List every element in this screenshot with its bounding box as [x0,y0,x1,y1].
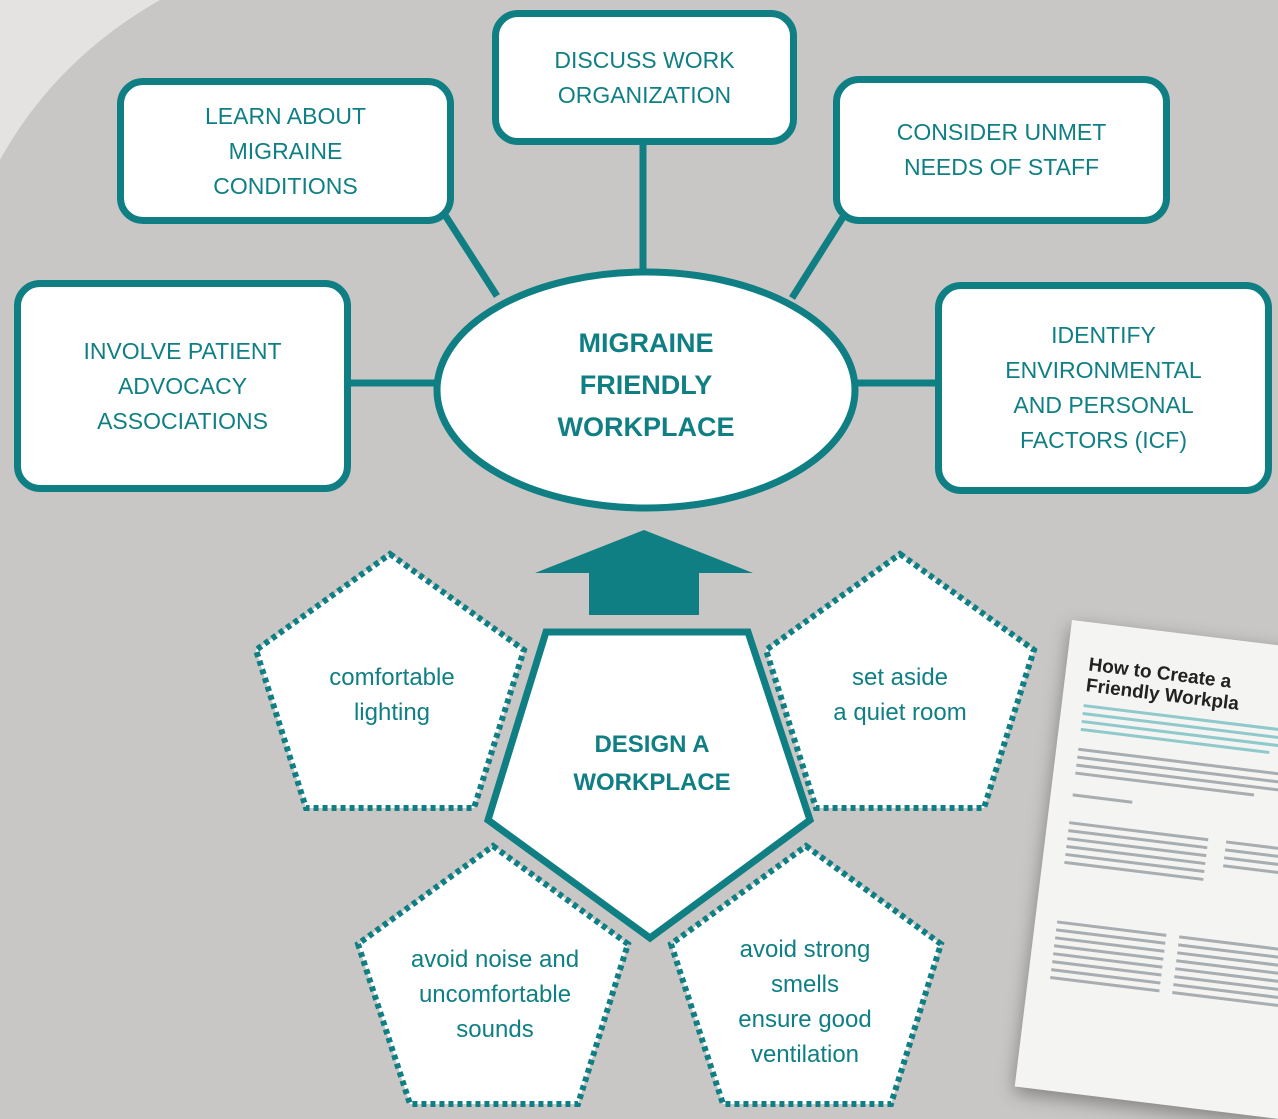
design-title: DESIGN A WORKPLACE [532,726,772,802]
pentagon-noise-line-3: sounds [456,1016,534,1043]
box-learn-line-3: CONDITIONS [213,172,358,199]
connector-consider [789,212,848,300]
pentagon-quiet [762,550,1038,811]
pentagon-quiet-text: set aside a quiet room [790,660,1010,730]
box-learn: LEARN ABOUT MIGRAINE CONDITIONS [117,78,454,224]
pentagon-quiet-line-1: set aside [851,664,949,691]
pentagon-noise-text: avoid noise and uncomfortable sounds [380,942,610,1047]
box-learn-line-2: MIGRAINE [228,137,343,164]
pentagon-lighting-text: comfortable lighting [292,660,492,730]
box-identify-line-3: AND PERSONAL [1013,392,1194,418]
connector-learn [442,213,500,298]
design-title-line-2: WORKPLACE [573,769,731,796]
box-consider: CONSIDER UNMET NEEDS OF STAFF [833,76,1170,224]
article-line [1083,704,1278,734]
center-title-line-3: WORKPLACE [557,412,735,442]
pentagon-quiet-line-2: a quiet room [833,699,967,726]
box-learn-line-1: LEARN ABOUT [204,102,367,129]
article-line [1222,864,1278,876]
pentagon-noise-line-1: avoid noise and [410,946,580,973]
pentagon-smells [667,842,945,1107]
box-discuss-line-2: ORGANIZATION [557,81,732,108]
box-involve-line-2: ADVOCACY [117,372,248,399]
center-ellipse [433,268,859,512]
box-identify: IDENTIFY ENVIRONMENTAL AND PERSONAL FACT… [935,282,1272,494]
box-discuss: DISCUSS WORK ORGANIZATION [492,10,797,145]
box-consider-line-1: CONSIDER UNMET [896,119,1107,145]
box-identify-line-2: ENVIRONMENTAL [1005,357,1202,383]
design-title-line-1: DESIGN A [594,731,710,758]
pentagon-smells-line-1: avoid strong [739,936,871,963]
box-involve-line-1: INVOLVE PATIENT [83,337,282,364]
pentagon-noise-line-2: uncomfortable [418,981,572,1008]
up-arrow [535,530,753,615]
pentagon-lighting-line-2: lighting [353,699,431,726]
pentagon-design [483,628,815,943]
box-involve-line-3: ASSOCIATIONS [97,407,268,434]
box-identify-line-1: IDENTIFY [1051,322,1156,348]
pentagon-noise [354,842,632,1107]
article-title: How to Create a Friendly Workpla [1085,654,1243,714]
box-identify-line-4: FACTORS (ICF) [1020,427,1187,453]
pentagon-lighting [252,550,528,811]
box-consider-line-2: NEEDS OF STAFF [903,154,1100,180]
center-title-line-2: FRIENDLY [579,370,713,400]
pentagon-smells-line-2: smells [770,971,839,998]
pentagon-smells-text: avoid strong smells ensure good ventilat… [700,932,910,1072]
article-line [1072,793,1133,804]
box-discuss-line-1: DISCUSS WORK [554,46,735,73]
center-title-line-1: MIGRAINE [578,328,714,358]
pentagon-smells-line-3: ensure good [738,1006,872,1033]
pentagon-lighting-line-1: comfortable [329,664,455,691]
article-line [1078,747,1278,779]
box-involve: INVOLVE PATIENT ADVOCACY ASSOCIATIONS [14,280,351,492]
pentagon-smells-line-4: ventilation [750,1041,860,1068]
center-title: MIGRAINE FRIENDLY WORKPLACE [496,322,796,448]
background-highlight [0,0,160,160]
